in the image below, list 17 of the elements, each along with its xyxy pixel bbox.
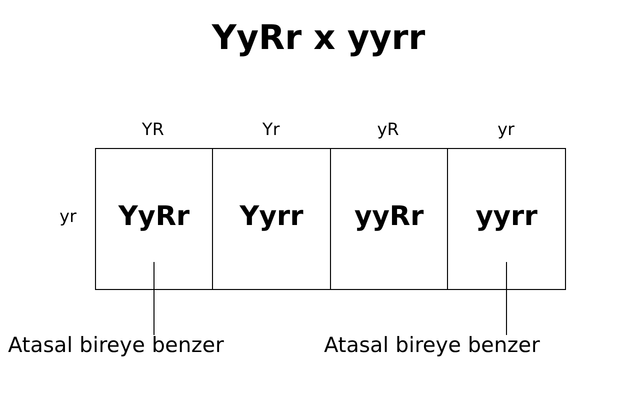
gamete-label: Yr: [261, 120, 281, 140]
punnett-cell: [95, 148, 213, 290]
leader-line: [506, 262, 507, 336]
genotype-text: yyrr: [476, 201, 538, 234]
caption-text: Atasal bireye benzer: [324, 333, 540, 357]
genotype-text: yyRr: [354, 201, 424, 234]
punnett-cell: [330, 148, 448, 290]
punnett-cell: [447, 148, 566, 290]
gamete-label: yR: [376, 120, 400, 140]
caption-text: Atasal bireye benzer: [8, 333, 224, 357]
genotype-text: YyRr: [118, 201, 190, 234]
cross-title: YyRr x yyrr: [210, 18, 426, 58]
genotype-text: Yyrr: [240, 201, 304, 234]
gamete-label: yr: [496, 120, 516, 140]
gamete-label: yr: [58, 207, 78, 227]
punnett-cell: [212, 148, 331, 290]
gamete-label: YR: [140, 120, 166, 140]
